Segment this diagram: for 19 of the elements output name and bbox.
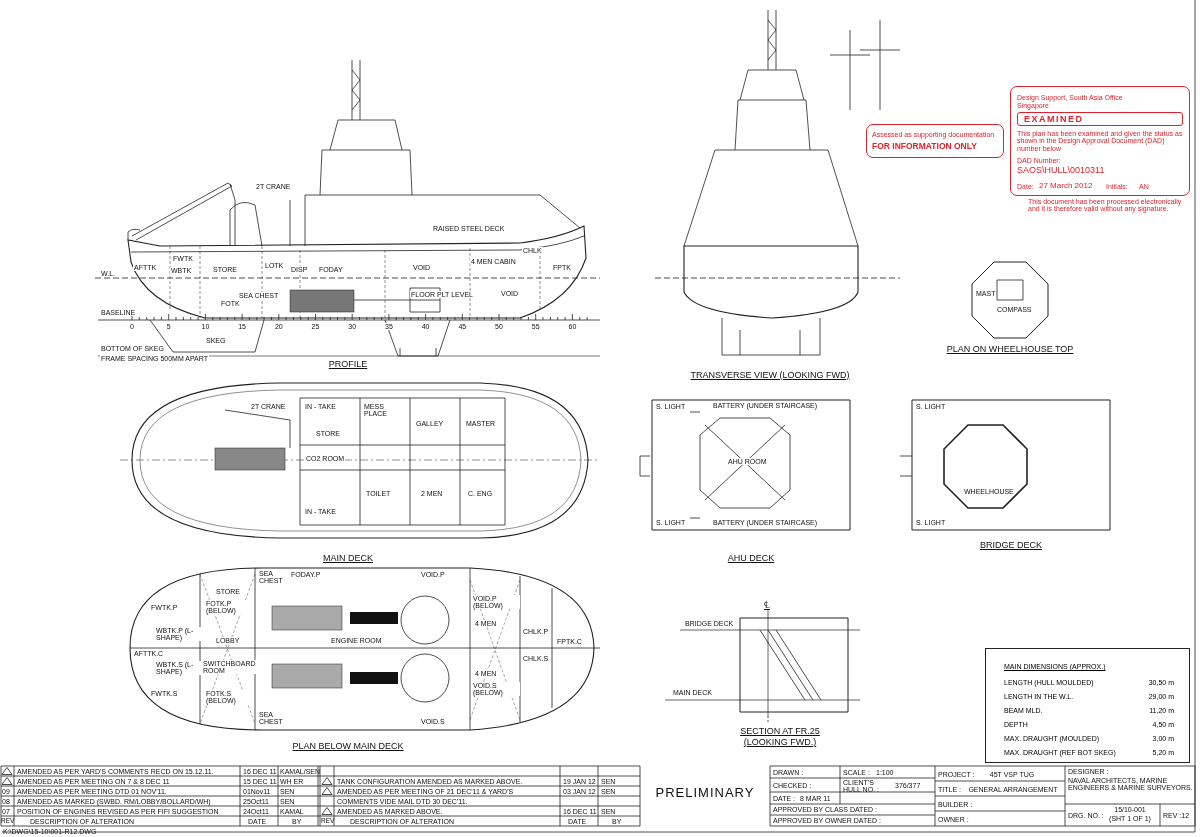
view-title: BRIDGE DECK [979, 541, 1043, 550]
view-title: TRANSVERSE VIEW (LOOKING FWD) [689, 371, 851, 380]
view-title: AHU DECK [726, 554, 776, 563]
view-title: (LOOKING FWD.) [742, 738, 818, 747]
stamp-text: SAOS\HULL\0010311 [1017, 166, 1105, 176]
view-title: MAIN DECK [322, 554, 374, 563]
approval-stamp [1010, 86, 1190, 196]
view-title: PLAN ON WHEELHOUSE TOP [945, 345, 1075, 354]
status-box [1017, 112, 1183, 126]
dimensions-table [985, 648, 1190, 763]
view-title: SECTION AT FR.25 [739, 727, 821, 736]
stamp-text: FOR INFORMATION ONLY [872, 142, 977, 151]
view-title: PROFILE [327, 360, 369, 369]
approval-stamp [866, 124, 1004, 158]
stamp-text: 27 March 2012 [1039, 182, 1093, 191]
status-text: EXAMINED [1024, 115, 1084, 125]
centerline-symbol: ℄ [763, 600, 771, 610]
drawing-status: PRELIMINARY [655, 786, 755, 799]
view-title: PLAN BELOW MAIN DECK [291, 742, 405, 751]
